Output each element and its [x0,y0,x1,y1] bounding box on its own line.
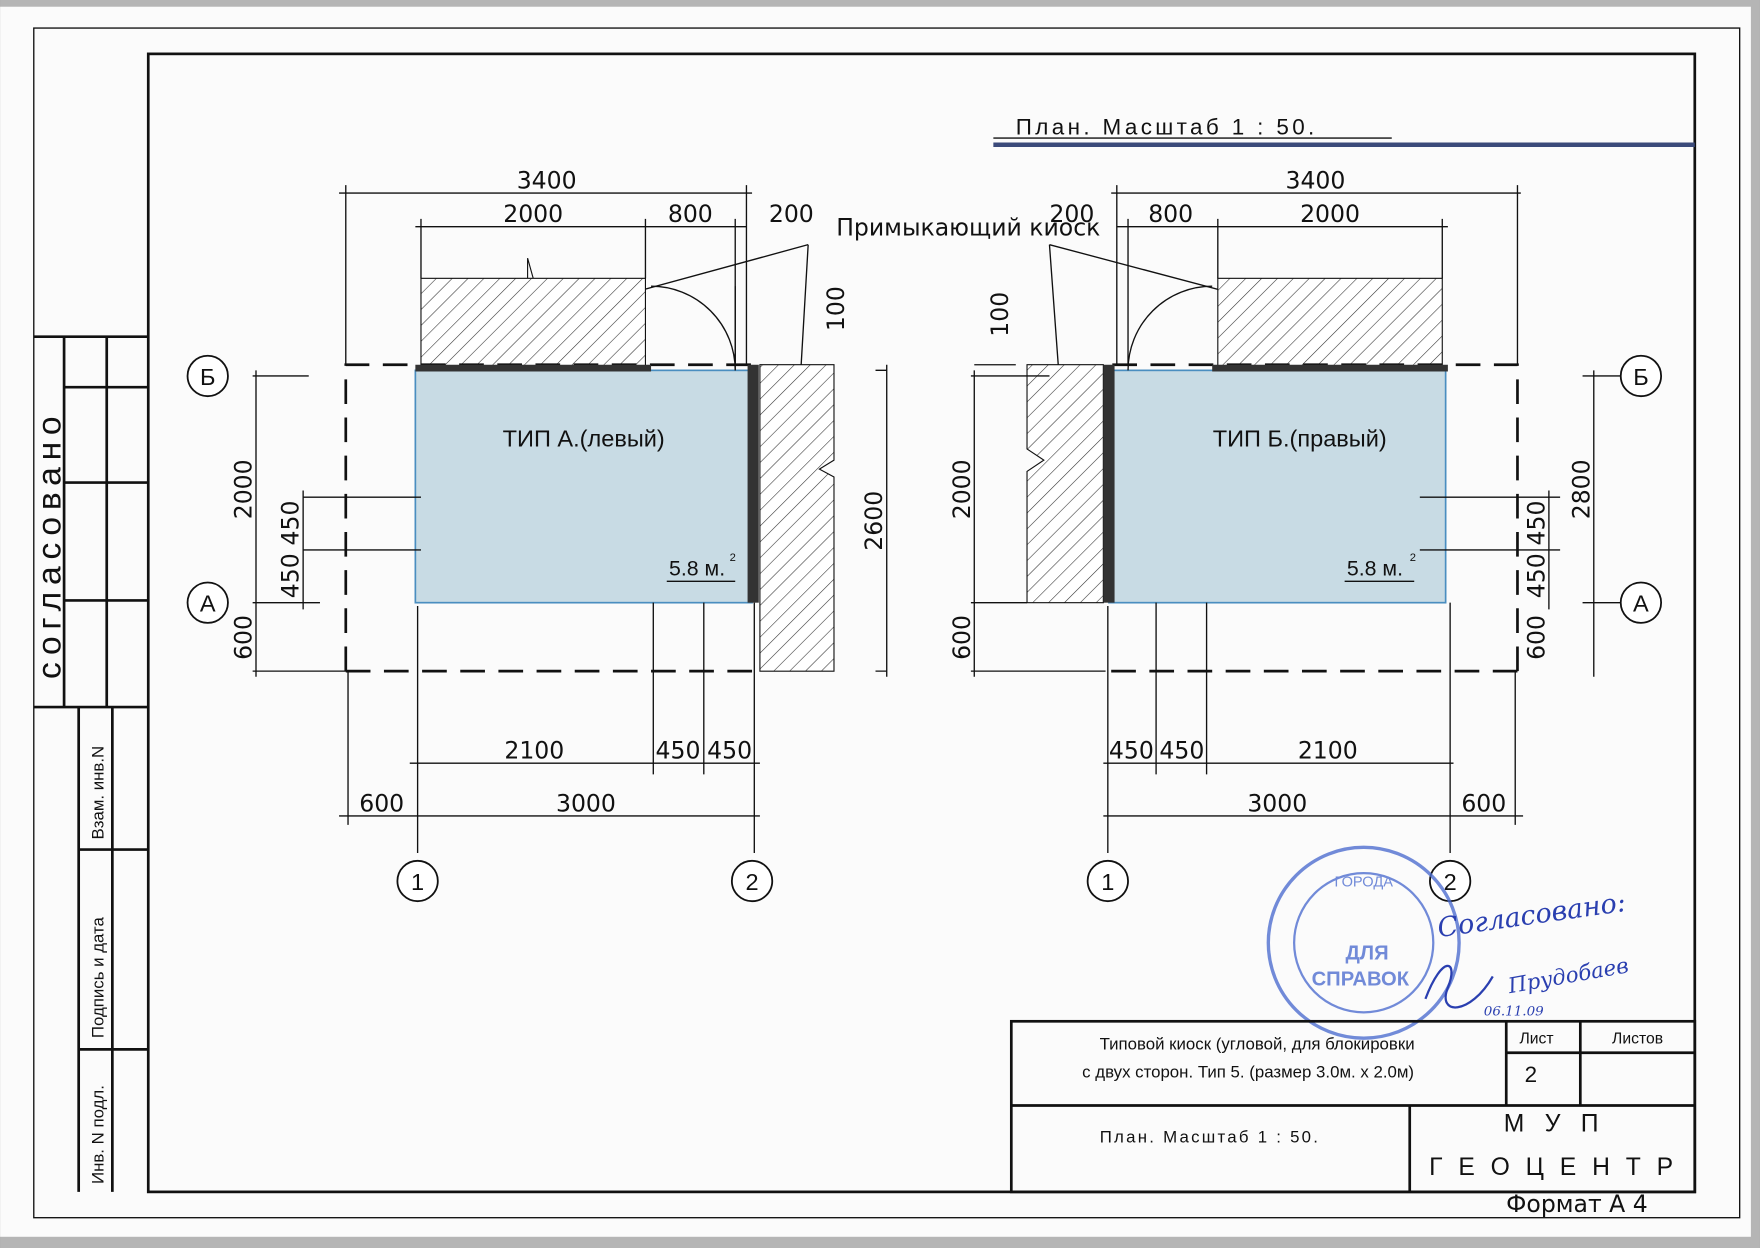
kiosk-b-title: ТИП Б.(правый) [1213,426,1387,452]
kiosk-a-title: ТИП А.(левый) [503,426,665,452]
axis-marker: А [1633,591,1649,617]
dim-text: 600 [359,789,404,817]
drawing-name: План. Масштаб 1 : 50. [1100,1128,1321,1147]
inv-orig-label: Инв. N подл. [88,1085,107,1184]
dim-text: 3400 [517,167,577,195]
dim-text: 600 [1461,789,1506,817]
sign-date-label: Подпись и дата [88,916,107,1038]
axis-marker: 2 [1444,869,1457,895]
description-line1: Типовой киоск (угловой, для блокировки [1100,1034,1415,1053]
adjacent-kiosk-left [1026,364,1104,604]
area-superscript: 2 [1410,552,1416,564]
dim-text: 450 [277,501,305,546]
door-swing [651,285,736,371]
dim-text: 450 [1522,501,1550,546]
dim-text: 2600 [860,491,888,551]
dim-text: 450 [1159,737,1204,765]
dim-text: 800 [1148,200,1193,228]
left-strip: согласовано Взам. инв.N Подпись и дата И… [32,335,149,1192]
plan-type-a: ТИП А.(левый) 5.8 м. 2 3400 2000 800 200… [186,167,888,903]
org-line2: Г Е О Ц Е Н Т Р [1429,1154,1678,1181]
paper [0,6,1751,1237]
dim-text: 2000 [948,459,976,519]
dim-text: 2800 [1567,459,1595,519]
door-swing [1127,285,1213,371]
axis-marker: Б [200,364,215,390]
dim-text: 600 [230,615,258,660]
inner-frame [146,52,1697,1194]
axis-marker: 1 [1101,869,1114,895]
adjacent-kiosk-top [1217,277,1443,368]
dim-text: 450 [1522,553,1550,598]
area-superscript: 2 [730,552,736,564]
adjacent-kiosk-right [759,364,835,672]
adjacent-kiosk-label: Примыкающий киоск [836,214,1100,242]
dim-text: 600 [1522,615,1550,660]
dim-text: 100 [822,286,850,331]
header-title: План. Масштаб 1 : 50. [1016,115,1318,140]
dim-text: 450 [707,737,752,765]
signature-date: 06.11.09 [1484,1005,1544,1020]
sheet-number: 2 [1525,1062,1537,1087]
description-line2: с двух сторон. Тип 5. (размер 3.0м. х 2.… [1082,1062,1414,1081]
dim-text: 2100 [504,737,564,765]
axis-marker: 2 [746,869,759,895]
dim-text: 200 [769,200,814,228]
approval-stamp: ГОРОДА ДЛЯ СПРАВОК [1266,845,1461,1040]
agreed-label: согласовано [32,410,69,679]
leader-lines [614,244,1249,399]
dim-text: 2000 [230,459,258,519]
dim-text: 450 [656,737,701,765]
kiosk-a-area [414,369,753,604]
inv-replace-label: Взам. инв.N [88,746,107,840]
dim-text: 2100 [1298,737,1358,765]
axis-marker: 1 [411,869,424,895]
dim-text: 200 [1049,200,1094,228]
dim-text: 450 [1109,737,1154,765]
dim-text: 3000 [556,789,616,817]
org-line1: М У П [1504,1110,1605,1137]
dim-text: 2000 [1300,200,1360,228]
plan-type-b: ТИП Б.(правый) 5.8 м. 2 3400 200 800 200… [948,167,1663,903]
adjacent-kiosk-top [420,277,646,368]
format-label: Формат А 4 [1506,1190,1648,1218]
kiosk-b-area-value: 5.8 м. [1347,557,1403,581]
outer-frame [33,27,1741,1219]
dim-text: 800 [668,200,713,228]
sheet-label: Лист [1519,1031,1553,1048]
dim-text: 3400 [1285,167,1345,195]
stamp-text: СПРАВОК [1312,968,1410,990]
stamp-text: ДЛЯ [1346,943,1389,965]
title-block: Типовой киоск (угловой, для блокировки с… [1009,1019,1697,1194]
kiosk-a-area-value: 5.8 м. [669,557,725,581]
dim-text: 100 [986,292,1014,337]
stamp-text: ГОРОДА [1334,875,1393,891]
dim-text: 2000 [503,200,563,228]
axis-marker: Б [1633,364,1648,390]
dim-text: 450 [277,553,305,598]
axis-marker: А [200,591,216,617]
dim-text: 3000 [1247,789,1307,817]
sheets-label: Листов [1612,1031,1663,1048]
kiosk-b-area [1108,369,1447,604]
dim-text: 600 [948,615,976,660]
